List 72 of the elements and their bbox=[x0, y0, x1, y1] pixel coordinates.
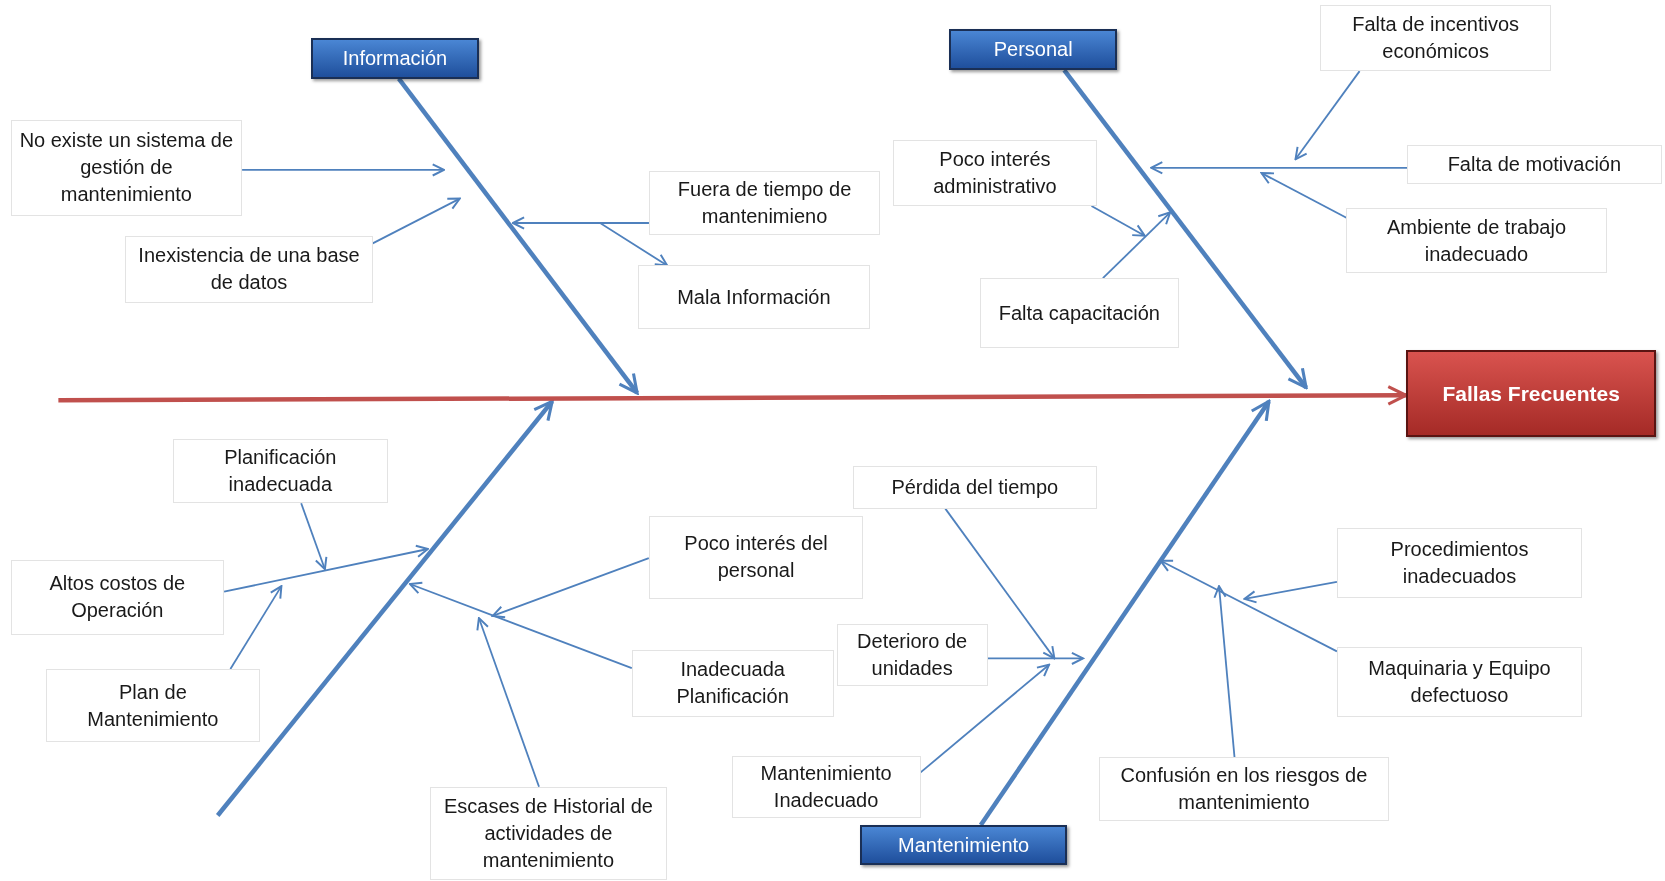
cause-label: Ambiente de trabajo inadecuado bbox=[1386, 214, 1567, 267]
bone-arrow bbox=[978, 399, 1271, 827]
cause-box bbox=[852, 466, 1097, 509]
cause-box bbox=[1346, 208, 1607, 273]
cause-box bbox=[10, 120, 243, 216]
cause-box bbox=[893, 140, 1097, 206]
arrow bbox=[1243, 581, 1338, 604]
arrow bbox=[1159, 559, 1338, 653]
cause-box bbox=[648, 170, 881, 235]
arrow bbox=[371, 197, 461, 245]
arrow bbox=[408, 581, 633, 669]
cause-label: Deterioro de unidades bbox=[856, 629, 969, 682]
cause-label: Falta de motivación bbox=[1447, 152, 1622, 178]
cause-box bbox=[1099, 757, 1389, 821]
cause-label: Poco interés administrativo bbox=[932, 147, 1058, 200]
arrow bbox=[491, 557, 650, 619]
cause-box bbox=[731, 756, 921, 818]
arrow bbox=[476, 617, 540, 788]
cause-box bbox=[631, 649, 834, 717]
cause-box bbox=[1336, 646, 1583, 717]
cause-box bbox=[10, 559, 225, 635]
arrow bbox=[1150, 161, 1408, 175]
cause-label: Maquinaria y Equipo defectuoso bbox=[1367, 655, 1552, 708]
cause-box bbox=[125, 235, 373, 303]
arrow bbox=[1213, 585, 1236, 758]
cause-label: Poco interés del personal bbox=[683, 531, 829, 584]
cause-box bbox=[836, 624, 988, 686]
cause-label: Fuera de tiempo de mantenimieno bbox=[676, 176, 853, 229]
arrow bbox=[919, 663, 1051, 774]
cause-label: Altos costos de Operación bbox=[48, 571, 187, 624]
category-label: Información bbox=[342, 46, 448, 72]
effect-box bbox=[1405, 350, 1657, 438]
cause-box bbox=[1336, 527, 1583, 598]
cause-label: Confusión en los riesgos de mantenimiento bbox=[1119, 762, 1369, 815]
bone-arrow bbox=[1062, 68, 1308, 390]
cause-box bbox=[45, 668, 261, 743]
cause-label: Pérdida del tiempo bbox=[891, 474, 1059, 500]
category-label: Personal bbox=[993, 37, 1073, 63]
arrow bbox=[1260, 172, 1348, 219]
cause-label: No existe un sistema de gestión de mantenimiento bbox=[18, 128, 235, 208]
arrow bbox=[986, 651, 1085, 665]
cause-label: Mala Información bbox=[677, 284, 831, 310]
category-label: Mantenimiento bbox=[898, 833, 1030, 859]
arrow bbox=[944, 507, 1056, 660]
category-box bbox=[949, 28, 1118, 71]
cause-label: Procedimientos inadecuados bbox=[1389, 536, 1530, 589]
arrow bbox=[300, 502, 328, 571]
cause-label: Escases de Historial de actividades de mantenimiento bbox=[442, 794, 654, 874]
cause-label: Inadecuada Planificación bbox=[675, 657, 790, 710]
category-box bbox=[860, 825, 1068, 866]
cause-box bbox=[1319, 5, 1552, 72]
arrow bbox=[223, 544, 429, 593]
cause-box bbox=[1406, 145, 1662, 184]
cause-label: Planificación inadecuada bbox=[223, 444, 338, 497]
arrow bbox=[1102, 211, 1172, 280]
cause-label: Falta de incentivos económicos bbox=[1351, 12, 1520, 65]
cause-box bbox=[980, 278, 1179, 349]
cause-box bbox=[430, 786, 667, 881]
cause-label: Mantenimiento Inadecuado bbox=[759, 760, 893, 813]
arrow bbox=[1294, 70, 1361, 161]
cause-box bbox=[173, 438, 388, 504]
cause-label: Plan de Mantenimiento bbox=[86, 679, 220, 732]
arrow bbox=[241, 163, 445, 177]
bone-arrow bbox=[397, 77, 639, 395]
effect-label: Fallas Frecuentes bbox=[1442, 381, 1620, 408]
arrow bbox=[1090, 205, 1146, 237]
category-box bbox=[311, 38, 479, 79]
cause-label: Falta capacitación bbox=[998, 300, 1160, 326]
arrow bbox=[229, 585, 283, 670]
cause-box bbox=[638, 265, 870, 330]
cause-label: Inexistencia de una base de datos bbox=[137, 243, 361, 296]
cause-box bbox=[648, 516, 864, 599]
